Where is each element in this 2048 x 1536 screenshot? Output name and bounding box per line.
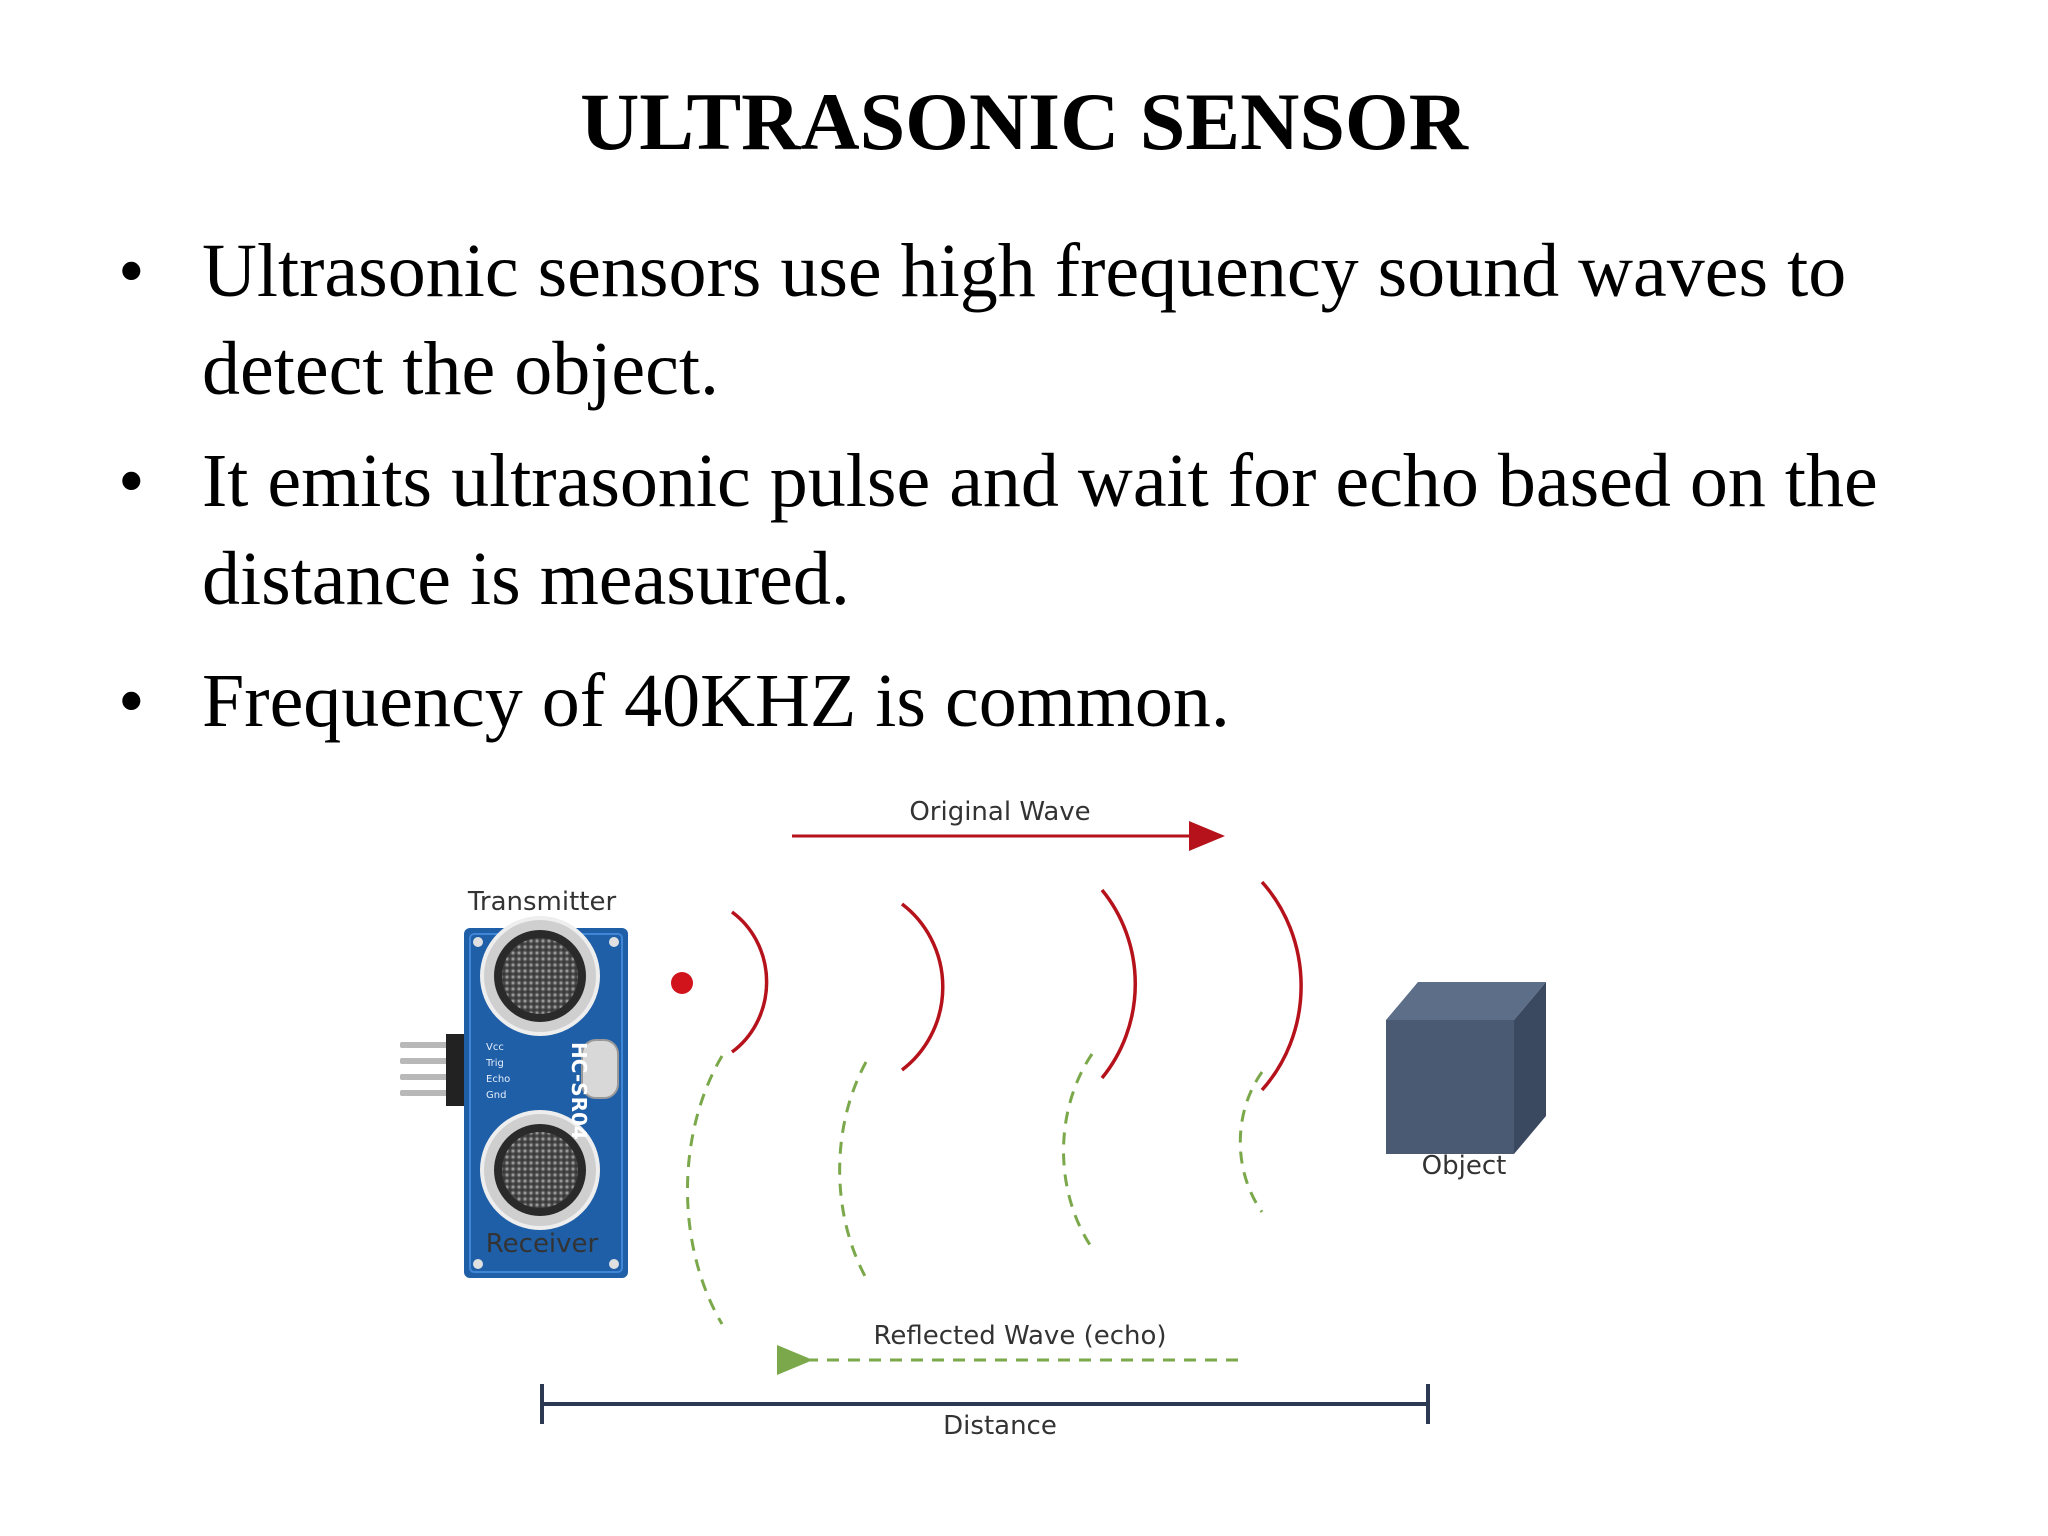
bullet-item: • Ultrasonic sensors use high frequency …: [118, 222, 1998, 418]
reflected-wave-arc: [686, 1055, 724, 1325]
reflected-wave-arcs: [686, 1053, 1264, 1325]
bullet-text: Ultrasonic sensors use high frequency so…: [202, 229, 1847, 411]
pin-label: Gnd: [486, 1090, 506, 1101]
ultrasonic-diagram: Original Wave Transmitter HC-SR04: [400, 797, 1546, 1441]
pulse-emission-dot: [671, 972, 693, 994]
object-label: Object: [1422, 1151, 1507, 1181]
bullet-dot-icon: •: [118, 439, 145, 523]
original-wave-label: Original Wave: [909, 797, 1090, 827]
slide-title: ULTRASONIC SENSOR: [580, 76, 1468, 167]
object-cube-icon: [1386, 982, 1546, 1154]
bullet-dot-icon: •: [118, 229, 145, 313]
bullet-dot-icon: •: [118, 659, 145, 743]
pin-label: Trig: [485, 1058, 504, 1069]
pin-label: Vcc: [486, 1042, 504, 1053]
distance-label: Distance: [943, 1411, 1057, 1441]
bullet-item: • It emits ultrasonic pulse and wait for…: [118, 432, 1998, 628]
reflected-wave-label: Reflected Wave (echo): [873, 1321, 1166, 1351]
hc-sr04-sensor-icon: HC-SR04 Vcc Trig Echo Gnd: [400, 916, 628, 1278]
bullet-list: • Ultrasonic sensors use high frequency …: [118, 222, 1998, 750]
reflected-wave-arc: [1062, 1053, 1094, 1249]
transmitter-label: Transmitter: [467, 887, 617, 917]
original-wave-arc: [1100, 888, 1137, 1080]
sensor-model-label: HC-SR04: [567, 1042, 591, 1140]
original-wave-arcs: [730, 880, 1303, 1092]
receiver-label: Receiver: [486, 1229, 599, 1259]
bullet-text: Frequency of 40KHZ is common.: [202, 659, 1230, 743]
original-wave-arc: [900, 902, 945, 1072]
reflected-wave-arc: [1238, 1071, 1264, 1213]
original-wave-arc: [1260, 880, 1303, 1092]
bullet-text: It emits ultrasonic pulse and wait for e…: [202, 439, 1878, 621]
distance-bar: [540, 1384, 1430, 1424]
original-wave-arc: [730, 910, 769, 1054]
bullet-item: • Frequency of 40KHZ is common.: [118, 652, 1998, 750]
reflected-wave-arc: [838, 1061, 868, 1279]
pin-label: Echo: [486, 1074, 510, 1085]
